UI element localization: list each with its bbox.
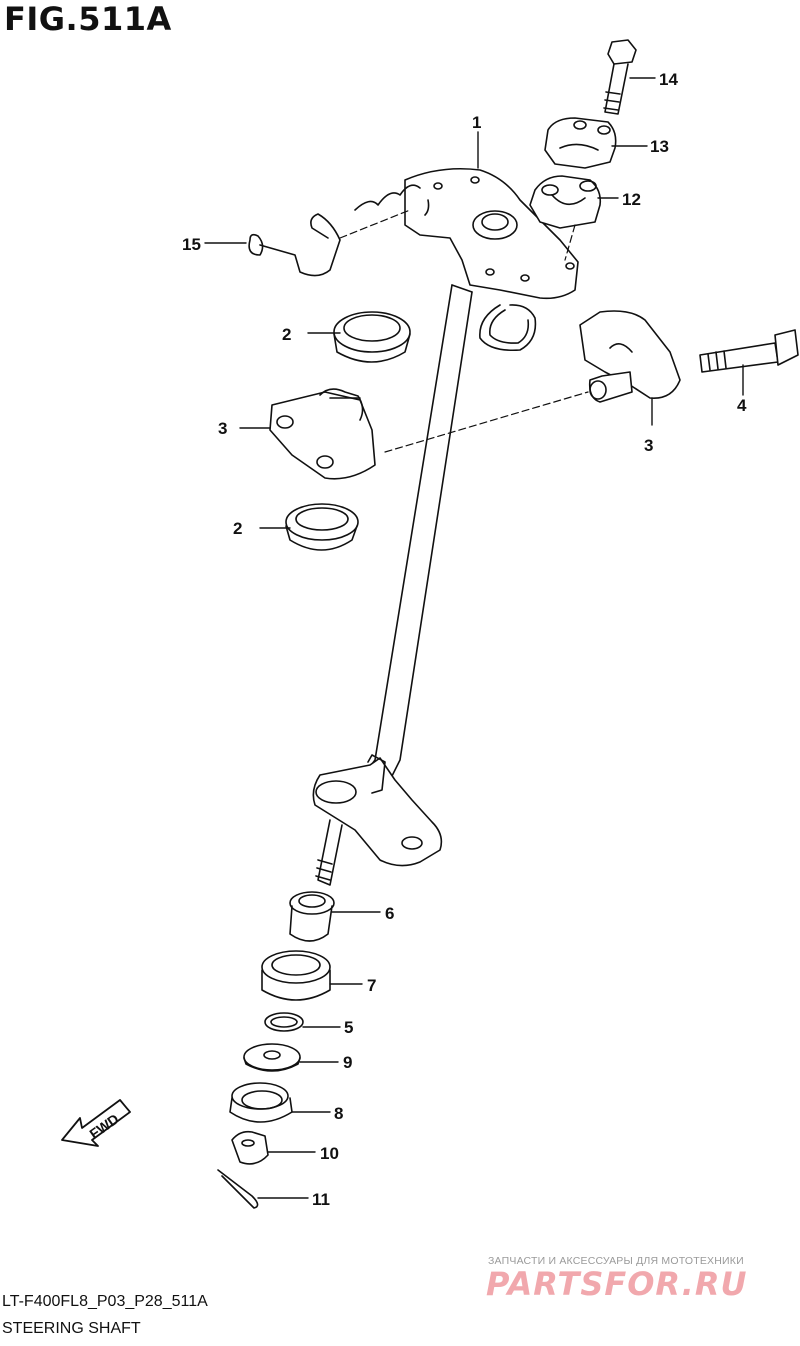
bearing-8-part	[229, 1082, 293, 1123]
clamp-lower-part	[529, 175, 602, 229]
bolt-4-part	[699, 329, 799, 373]
bush-upper-part	[333, 311, 411, 363]
figure-name: STEERING SHAFT	[2, 1320, 141, 1337]
callout-4: 4	[737, 396, 747, 415]
callout-3: 3	[644, 436, 653, 455]
holder-right-part	[579, 310, 681, 403]
callout-6: 6	[385, 904, 394, 923]
leader-lines	[204, 77, 744, 1199]
watermark-subtitle: ЗАПЧАСТИ И АКСЕССУАРЫ ДЛЯ МОТОТЕХНИКИ	[488, 1255, 744, 1267]
callout-2: 2	[282, 325, 291, 344]
callout-2: 2	[233, 519, 242, 538]
callout-9: 9	[343, 1053, 352, 1072]
callout-10: 10	[320, 1144, 339, 1163]
figure-title: FIG.511A	[4, 0, 172, 38]
clip-part	[248, 184, 421, 277]
bush-6-part	[289, 891, 335, 942]
callout-12: 12	[622, 190, 641, 209]
holder-left-part	[269, 388, 376, 480]
callout-1: 1	[472, 113, 481, 132]
callout-13: 13	[650, 137, 669, 156]
callout-14: 14	[659, 70, 678, 89]
bush-lower-part	[285, 503, 359, 551]
nut-10-part	[231, 1130, 269, 1165]
callout-15: 15	[182, 235, 201, 254]
figure-code: LT-F400FL8_P03_P28_511A	[2, 1293, 208, 1310]
callout-5: 5	[344, 1018, 353, 1037]
washer-9-part	[243, 1043, 301, 1072]
callout-3: 3	[218, 419, 227, 438]
bolt-14-part	[603, 39, 637, 115]
seal-7-part	[261, 950, 331, 1001]
cotter-pin-11-part	[217, 1169, 259, 1209]
callout-8: 8	[334, 1104, 343, 1123]
phantom-lines	[339, 209, 589, 453]
o-ring-5-part	[264, 1012, 304, 1032]
steering-shaft-part	[312, 167, 579, 886]
clamp-upper-part	[544, 117, 617, 169]
fwd-arrow-icon	[61, 1099, 131, 1147]
callout-7: 7	[367, 976, 376, 995]
watermark-brand: PARTSFOR.RU	[486, 1265, 748, 1303]
callout-11: 11	[312, 1190, 330, 1209]
